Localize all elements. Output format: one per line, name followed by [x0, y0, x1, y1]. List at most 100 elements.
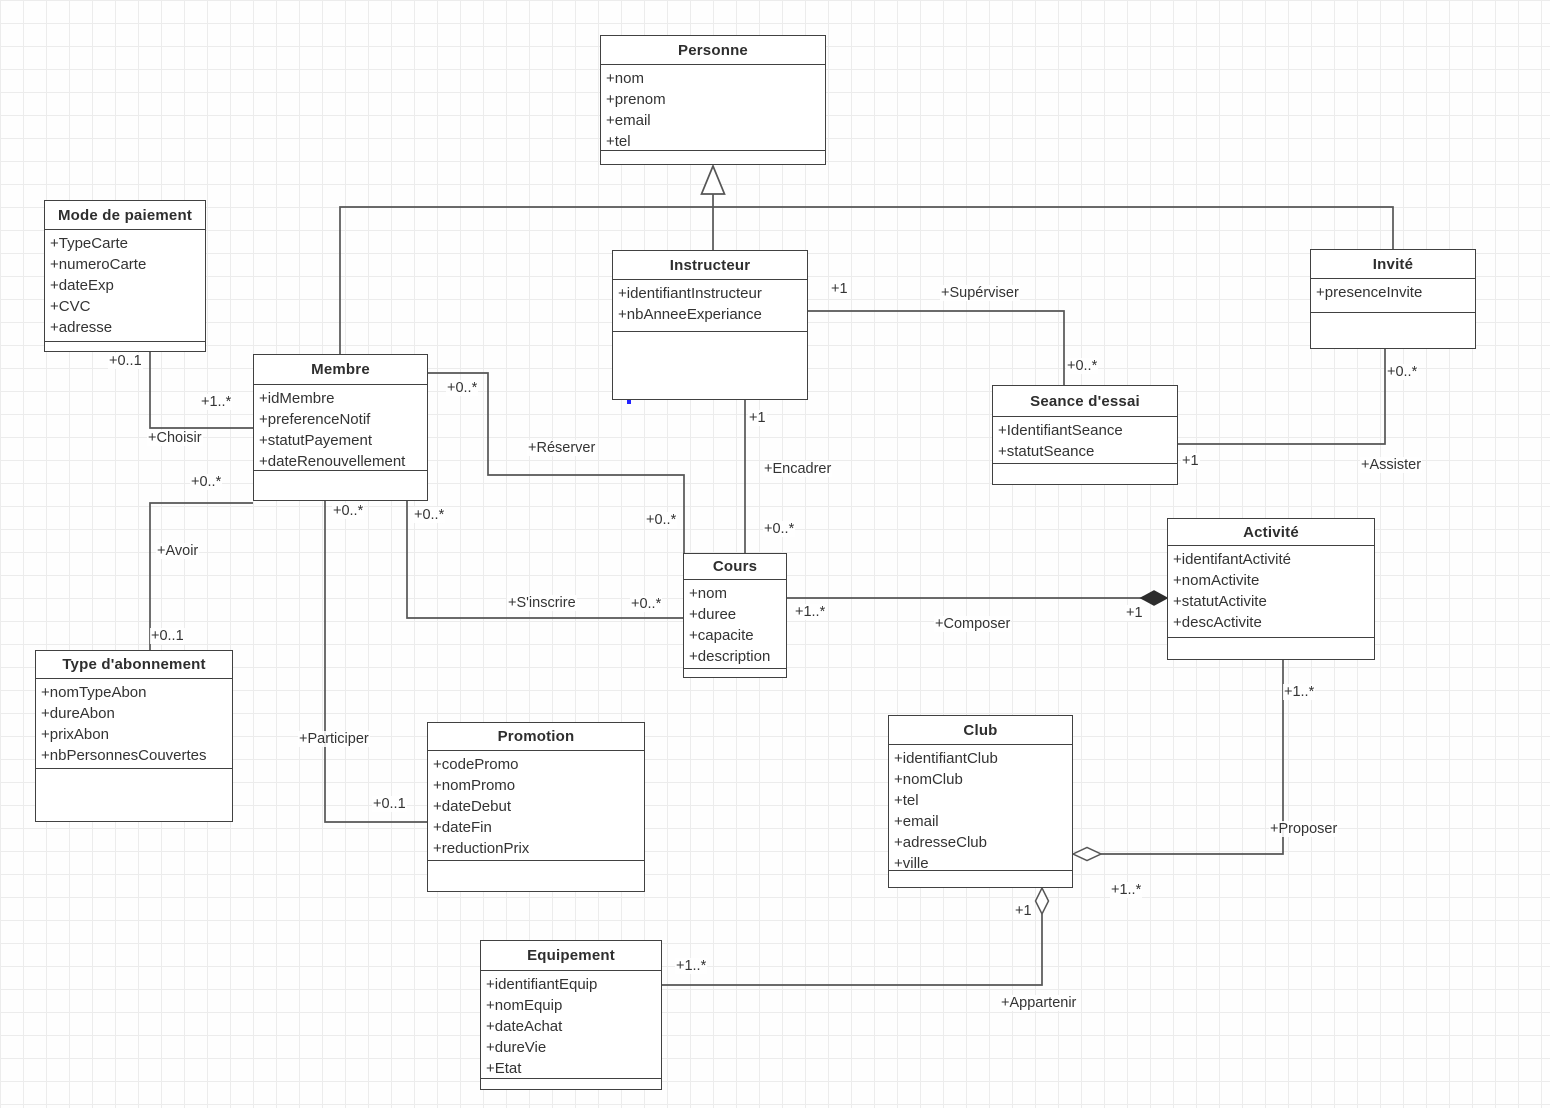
- class-attribute: +dateFin: [433, 819, 492, 836]
- class-personne[interactable]: Personne+nom+prenom+email+tel: [600, 35, 826, 165]
- class-attributes: +presenceInvite: [1311, 279, 1475, 313]
- relation-label-reserver: +Réserver: [527, 440, 597, 456]
- class-attribute: +nomEquip: [486, 997, 563, 1014]
- relation-line-assister[interactable]: [1178, 349, 1386, 445]
- multiplicity-superviser-to_mult: +0..*: [1066, 358, 1099, 374]
- multiplicity-choisir-to_mult: +1..*: [200, 394, 233, 410]
- class-type-abonnement[interactable]: Type d'abonnement+nomTypeAbon+dureAbon+p…: [35, 650, 233, 822]
- class-title-type-abonnement: Type d'abonnement: [36, 651, 232, 679]
- class-attribute: +dateDebut: [433, 798, 511, 815]
- class-attribute: +nomClub: [894, 771, 963, 788]
- class-mode-de-paiement[interactable]: Mode de paiement+TypeCarte+numeroCarte+d…: [44, 200, 206, 352]
- class-attributes: +nomTypeAbon+dureAbon+prixAbon+nbPersonn…: [36, 679, 232, 769]
- class-title-cours: Cours: [684, 554, 786, 580]
- class-title-instructeur: Instructeur: [613, 251, 807, 280]
- class-attribute: +nbPersonnesCouvertes: [41, 747, 207, 764]
- class-methods-compartment: [993, 464, 1177, 484]
- class-instructeur[interactable]: Instructeur+identifiantInstructeur+nbAnn…: [612, 250, 808, 400]
- relation-line-choisir[interactable]: [149, 352, 253, 429]
- relation-label-encadrer: +Encadrer: [763, 461, 833, 477]
- class-attribute: +IdentifiantSeance: [998, 422, 1123, 439]
- multiplicity-sinscrire-to_mult: +0..*: [630, 596, 663, 612]
- multiplicity-proposer-to_mult: +1..*: [1110, 882, 1143, 898]
- class-attribute: +identifiantClub: [894, 750, 998, 767]
- aggregation-diamond-proposer-icon: [1071, 846, 1103, 862]
- class-attribute: +tel: [894, 792, 919, 809]
- relation-line-superviser[interactable]: [808, 310, 1065, 385]
- class-title-club: Club: [889, 716, 1072, 745]
- multiplicity-encadrer-from_mult: +1: [748, 410, 767, 426]
- relation-line-sinscrire[interactable]: [406, 501, 683, 619]
- class-attributes: +TypeCarte+numeroCarte+dateExp+CVC+adres…: [45, 230, 205, 342]
- class-attribute: +identifantActivité: [1173, 551, 1291, 568]
- relation-label-proposer: +Proposer: [1269, 821, 1339, 837]
- multiplicity-appartenir-to_mult: +1: [1014, 903, 1033, 919]
- class-attribute: +ville: [894, 855, 929, 871]
- class-methods-compartment: [684, 669, 786, 677]
- class-promotion[interactable]: Promotion+codePromo+nomPromo+dateDebut+d…: [427, 722, 645, 892]
- class-attribute: +dateRenouvellement: [259, 453, 406, 470]
- generalization-line-membre-invite[interactable]: [339, 206, 1394, 354]
- class-attribute: +duree: [689, 606, 737, 623]
- class-attribute: +statutSeance: [998, 443, 1095, 460]
- class-attribute: +dureVie: [486, 1039, 547, 1056]
- multiplicity-appartenir-from_mult: +1..*: [675, 958, 708, 974]
- relation-line-reserver[interactable]: [428, 372, 685, 553]
- class-methods-compartment: [45, 342, 205, 351]
- multiplicity-reserver-to_mult: +0..*: [645, 512, 678, 528]
- class-methods-compartment: [613, 332, 807, 399]
- class-attribute: +dateExp: [50, 277, 114, 294]
- class-attribute: +prixAbon: [41, 726, 109, 743]
- relation-line-appartenir[interactable]: [662, 914, 1043, 986]
- class-invite[interactable]: Invité+presenceInvite: [1310, 249, 1476, 349]
- multiplicity-sinscrire-from_mult: +0..*: [413, 507, 446, 523]
- class-attribute: +statutActivite: [1173, 593, 1267, 610]
- relation-label-participer: +Participer: [298, 731, 370, 747]
- class-club[interactable]: Club +identifiantClub +nomClub +tel +email +a…: [888, 715, 1073, 888]
- class-attributes: +nom+prenom+email+tel: [601, 65, 825, 151]
- class-attributes: +identifiantInstructeur+nbAnneeExperianc…: [613, 280, 807, 332]
- relation-label-avoir: +Avoir: [156, 543, 200, 559]
- class-attribute: +capacite: [689, 627, 754, 644]
- class-attribute: +tel: [606, 133, 631, 150]
- multiplicity-choisir-from_mult: +0..1: [108, 353, 143, 369]
- class-methods-compartment: [481, 1079, 661, 1089]
- class-methods-compartment: [889, 871, 1072, 887]
- relation-label-sinscrire: +S'inscrire: [507, 595, 577, 611]
- class-attribute: +Etat: [486, 1060, 522, 1077]
- class-attribute: +presenceInvite: [1316, 284, 1423, 301]
- class-attributes: +idMembre+preferenceNotif+statutPayement…: [254, 385, 427, 471]
- class-attribute: +dateAchat: [486, 1018, 563, 1035]
- composition-diamond-icon: [1139, 590, 1169, 606]
- relation-label-superviser: +Supérviser: [940, 285, 1020, 301]
- multiplicity-reserver-from_mult: +0..*: [446, 380, 479, 396]
- class-attribute: +adresseClub: [894, 834, 987, 851]
- multiplicity-superviser-from_mult: +1: [830, 281, 849, 297]
- class-title-promotion: Promotion: [428, 723, 644, 751]
- blue-marker-dot: [627, 400, 631, 404]
- class-activite[interactable]: Activité+identifantActivité+nomActivite+…: [1167, 518, 1375, 660]
- class-seance-essai[interactable]: Seance d'essai+IdentifiantSeance+statutS…: [992, 385, 1178, 485]
- relation-line-proposer[interactable]: [1101, 660, 1284, 855]
- class-attribute: +statutPayement: [259, 432, 372, 449]
- class-title-personne: Personne: [601, 36, 825, 65]
- class-attribute: +nomTypeAbon: [41, 684, 147, 701]
- class-methods-compartment: [601, 151, 825, 164]
- class-attribute: +codePromo: [433, 756, 519, 773]
- relation-label-assister: +Assister: [1360, 457, 1423, 473]
- class-cours[interactable]: Cours+nom+duree+capacite+description: [683, 553, 787, 678]
- class-attribute: +nbAnneeExperiance: [618, 306, 762, 323]
- class-attribute: +CVC: [50, 298, 91, 315]
- class-attribute: +TypeCarte: [50, 235, 128, 252]
- relation-line-avoir[interactable]: [149, 502, 253, 650]
- class-membre[interactable]: Membre+idMembre+preferenceNotif+statutPa…: [253, 354, 428, 501]
- class-attribute: +email: [894, 813, 939, 830]
- class-equipement[interactable]: Equipement+identifiantEquip+nomEquip+dat…: [480, 940, 662, 1090]
- multiplicity-participer-from_mult: +0..*: [332, 503, 365, 519]
- class-title-activite: Activité: [1168, 519, 1374, 546]
- class-methods-compartment: [1311, 313, 1475, 348]
- relation-label-appartenir: +Appartenir: [1000, 995, 1078, 1011]
- relation-line-participer[interactable]: [324, 501, 427, 823]
- class-attributes: +identifiantEquip+nomEquip+dateAchat+dur…: [481, 971, 661, 1079]
